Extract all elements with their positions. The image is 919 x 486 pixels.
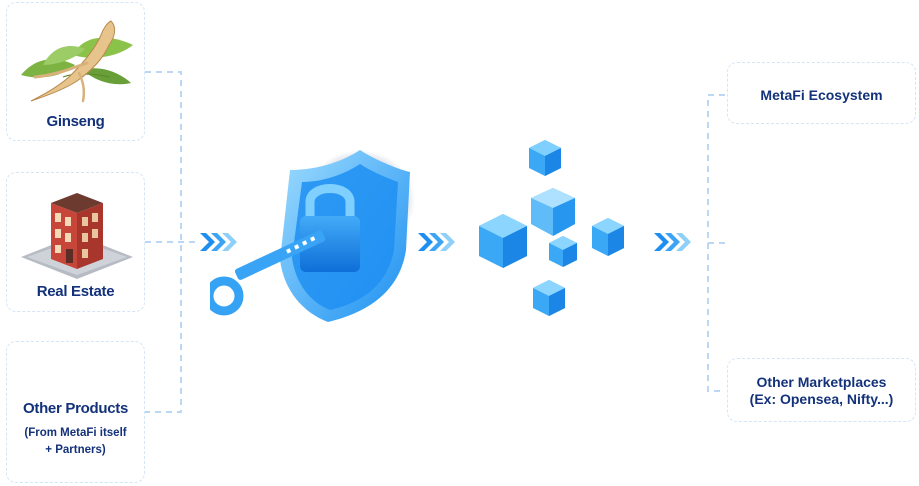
building-icon bbox=[21, 193, 133, 279]
blockchain-cubes-icon bbox=[479, 140, 624, 316]
source-label-other-products: Other Products bbox=[23, 400, 128, 417]
source-card-other-products: Other Products (From MetaFi itself + Par… bbox=[6, 341, 145, 483]
destination-label-line1: Other Marketplaces bbox=[756, 374, 887, 390]
ginseng-root-icon bbox=[21, 20, 133, 103]
destination-card-other-marketplaces: Other Marketplaces (Ex: Opensea, Nifty..… bbox=[727, 358, 916, 422]
destination-card-metafi-ecosystem: MetaFi Ecosystem bbox=[727, 62, 916, 124]
source-sublabel-line1: (From MetaFi itself bbox=[24, 427, 127, 439]
source-card-real-estate: Real Estate bbox=[6, 172, 145, 312]
destination-label-metafi-ecosystem: MetaFi Ecosystem bbox=[760, 87, 883, 103]
source-card-ginseng: Ginseng bbox=[6, 2, 145, 141]
destination-label-line2: (Ex: Opensea, Nifty...) bbox=[749, 391, 894, 407]
source-label-real-estate: Real Estate bbox=[36, 283, 115, 300]
shield-lock-key-icon bbox=[210, 150, 415, 322]
right-bracket-line bbox=[707, 94, 725, 392]
arrow-3-icon bbox=[654, 233, 691, 251]
arrow-1-icon bbox=[200, 233, 237, 251]
arrow-2-icon bbox=[418, 233, 455, 251]
source-sublabel-line2: + Partners) bbox=[45, 444, 106, 456]
source-label-ginseng: Ginseng bbox=[46, 113, 105, 130]
